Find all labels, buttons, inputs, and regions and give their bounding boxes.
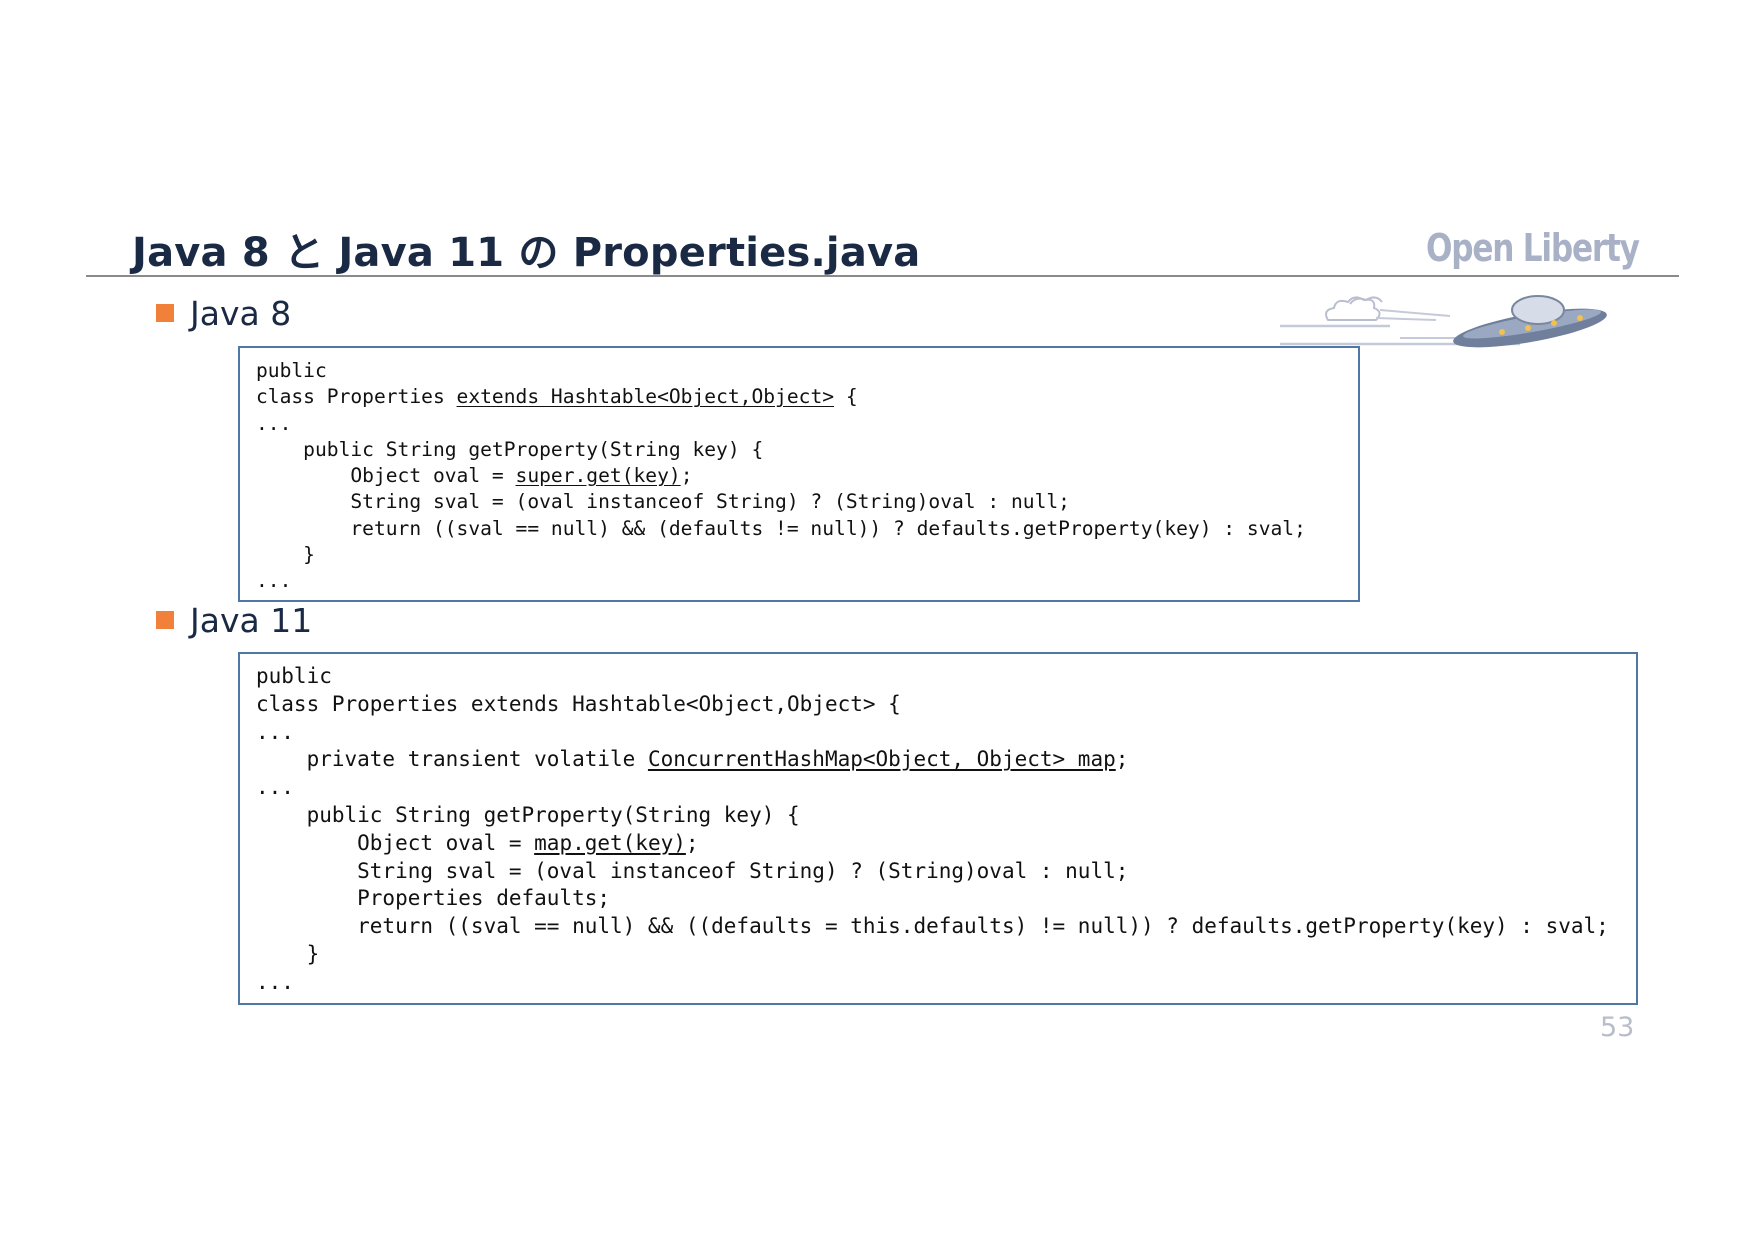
code-line: ... bbox=[256, 775, 294, 800]
code-line: return ((sval == null) && (defaults != n… bbox=[256, 516, 1306, 540]
code-line: return ((sval == null) && ((defaults = t… bbox=[256, 914, 1609, 939]
code-line: public String getProperty(String key) { bbox=[256, 802, 800, 827]
code-line: } bbox=[256, 543, 315, 567]
bullet-marker-java11 bbox=[156, 611, 174, 629]
underlined-code: map.get(key) bbox=[534, 830, 686, 855]
code-line: private transient volatile ConcurrentHas… bbox=[256, 747, 1129, 772]
code-line: ... bbox=[256, 569, 292, 593]
code-line: public bbox=[256, 359, 327, 382]
code-line: ... bbox=[256, 719, 294, 744]
underlined-code: ConcurrentHashMap<Object, Object> map bbox=[647, 747, 1116, 772]
ufo-logo-icon bbox=[1280, 295, 1607, 348]
code-line: Object oval = super.get(key); bbox=[256, 464, 693, 488]
code-line: ... bbox=[256, 411, 292, 435]
slide-title: Java 8 と Java 11 の Properties.java bbox=[132, 230, 921, 276]
code-line: Object oval = map.get(key); bbox=[256, 830, 699, 855]
code-block-java8: public class Properties extends Hashtable… bbox=[238, 346, 1360, 602]
code-line: Properties defaults; bbox=[256, 886, 611, 911]
code-line: public bbox=[256, 664, 332, 688]
page-number: 53 bbox=[1600, 1012, 1635, 1043]
code-block-java11: public class Properties extends Hashtable… bbox=[238, 652, 1638, 1005]
code-line: ... bbox=[256, 969, 294, 994]
underlined-code: super.get(key) bbox=[515, 464, 681, 488]
code-line: class Properties extends Hashtable<Objec… bbox=[256, 385, 858, 409]
code-line: public String getProperty(String key) { bbox=[256, 437, 764, 461]
open-liberty-logo: Open Liberty bbox=[1426, 226, 1640, 270]
underlined-code: extends Hashtable<Object,Object> bbox=[456, 385, 835, 409]
section-label-java8: Java 8 bbox=[190, 294, 292, 333]
code-line: } bbox=[256, 941, 320, 966]
bullet-marker-java8 bbox=[156, 304, 174, 322]
section-label-java11: Java 11 bbox=[190, 601, 313, 640]
code-line: class Properties extends Hashtable<Objec… bbox=[256, 691, 901, 716]
title-divider bbox=[86, 275, 1679, 277]
code-line: String sval = (oval instanceof String) ?… bbox=[256, 858, 1129, 883]
code-line: String sval = (oval instanceof String) ?… bbox=[256, 490, 1070, 514]
